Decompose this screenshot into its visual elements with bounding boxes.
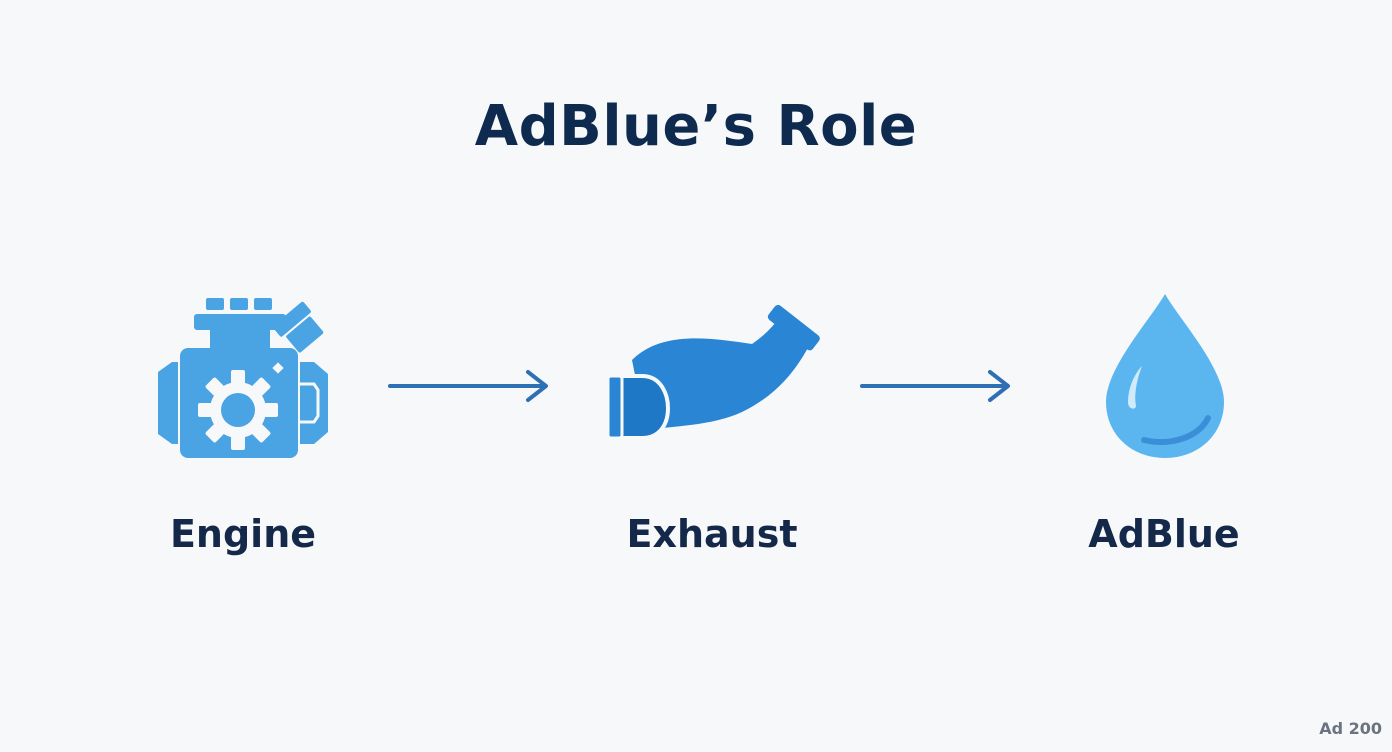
watermark: Ad 200 — [1319, 719, 1382, 738]
exhaust-pipe-icon — [606, 304, 820, 440]
step-label-adblue: AdBlue — [1088, 512, 1240, 556]
step-label-exhaust: Exhaust — [626, 512, 798, 556]
engine-icon — [158, 298, 328, 458]
step-label-engine: Engine — [169, 512, 317, 556]
step-exhaust — [602, 300, 827, 445]
arrow-right-icon — [860, 370, 1010, 402]
step-engine — [150, 292, 340, 467]
droplet-icon — [1106, 294, 1224, 458]
arrow-right-icon — [388, 370, 548, 402]
step-adblue — [1100, 290, 1230, 462]
page-title: AdBlue’s Role — [474, 94, 918, 159]
